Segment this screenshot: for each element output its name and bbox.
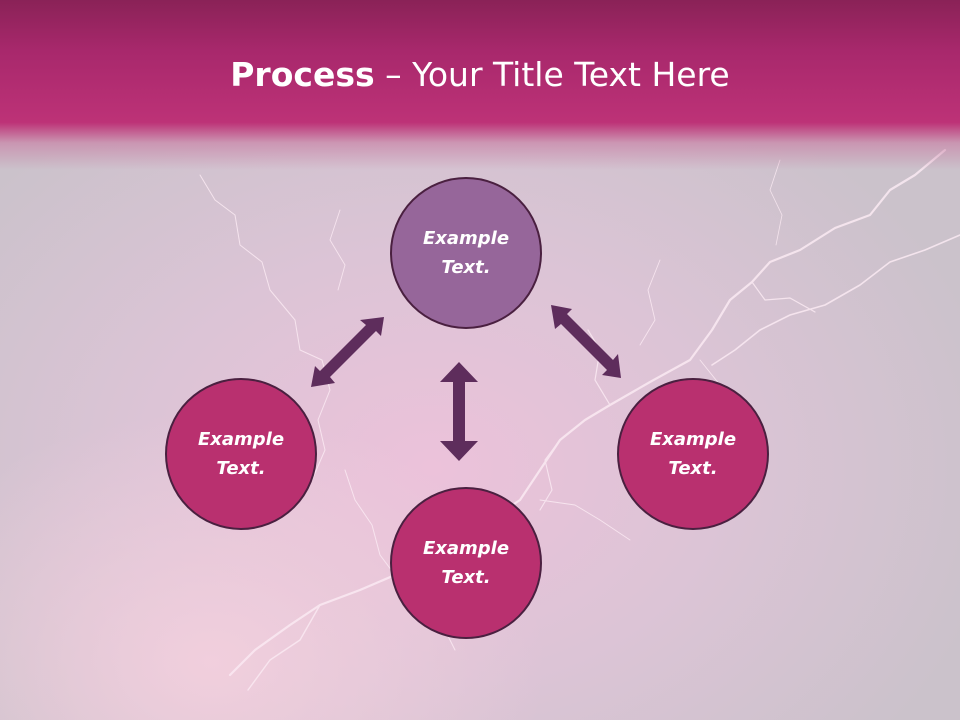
double-arrow-icon (551, 305, 621, 378)
node-left-line1: Example (197, 429, 285, 450)
double-arrow-icon (311, 317, 384, 387)
node-right-line2: Text. (668, 458, 718, 479)
node-top-line1: Example (422, 228, 510, 249)
node-top-line2: Text. (441, 257, 491, 278)
title-bold: Process (230, 55, 375, 94)
title-bar (0, 0, 960, 170)
node-right-line1: Example (649, 429, 737, 450)
node-bottom-line2: Text. (441, 567, 491, 588)
node-bottom-line1: Example (422, 538, 510, 559)
title-rest: – Your Title Text Here (374, 55, 730, 94)
slide-title: Process – Your Title Text Here (0, 50, 960, 100)
double-arrow-icon (440, 362, 478, 461)
node-left-line2: Text. (216, 458, 266, 479)
